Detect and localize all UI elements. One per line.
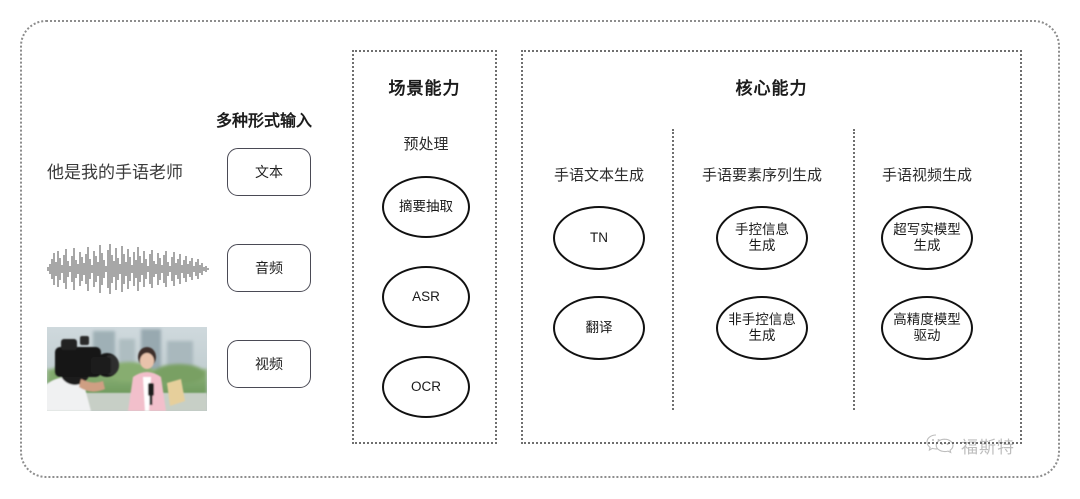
- video-thumbnail-icon: [47, 327, 207, 411]
- modality-pill-video[interactable]: 视频: [227, 340, 311, 388]
- scene-column-label-preprocessing: 预处理: [403, 136, 449, 153]
- core-column-divider-2: [853, 129, 855, 410]
- outer-dotted-frame: [20, 20, 1060, 478]
- core-column-divider-1: [672, 129, 674, 410]
- modality-pill-text[interactable]: 文本: [227, 148, 311, 196]
- core-node-manual-information-generation[interactable]: 手控信息 生成: [716, 206, 808, 270]
- core-node-photorealistic-model-generation[interactable]: 超写实模型 生成: [881, 206, 973, 270]
- sample-text-input: 他是我的手语老师: [47, 163, 183, 182]
- scene-node-ocr[interactable]: OCR: [382, 356, 470, 418]
- scene-capability-title: 场景能力: [388, 79, 461, 98]
- input-section-heading: 多种形式输入: [216, 113, 313, 130]
- modality-pill-audio[interactable]: 音频: [227, 244, 311, 292]
- modality-pill-video-label: 视频: [255, 356, 283, 372]
- core-node-high-precision-model-driving[interactable]: 高精度模型 驱动: [881, 296, 973, 360]
- wechat-logo-icon: [925, 432, 955, 459]
- modality-pill-text-label: 文本: [255, 164, 283, 180]
- audio-waveform-icon: [44, 242, 212, 296]
- core-node-translation[interactable]: 翻译: [553, 296, 645, 360]
- core-column-label-sign-video-generation: 手语视频生成: [881, 167, 973, 184]
- core-capability-title: 核心能力: [735, 79, 808, 98]
- core-column-label-sign-element-sequence-generation: 手语要素序列生成: [701, 167, 823, 184]
- core-column-label-sign-text-generation: 手语文本生成: [553, 167, 645, 184]
- scene-node-summary-extraction[interactable]: 摘要抽取: [382, 176, 470, 238]
- core-node-tn[interactable]: TN: [553, 206, 645, 270]
- core-capability-section: 核心能力 手语文本生成 TN 翻译 手语要素序列生成 手控信息 生成 非手控信息…: [521, 50, 1022, 444]
- watermark-text: 福斯特: [961, 438, 1015, 457]
- scene-node-asr[interactable]: ASR: [382, 266, 470, 328]
- core-node-non-manual-information-generation[interactable]: 非手控信息 生成: [716, 296, 808, 360]
- watermark: 福斯特: [925, 432, 1015, 459]
- scene-capability-section: 场景能力 预处理 摘要抽取 ASR OCR: [352, 50, 497, 444]
- modality-pill-audio-label: 音频: [255, 260, 283, 276]
